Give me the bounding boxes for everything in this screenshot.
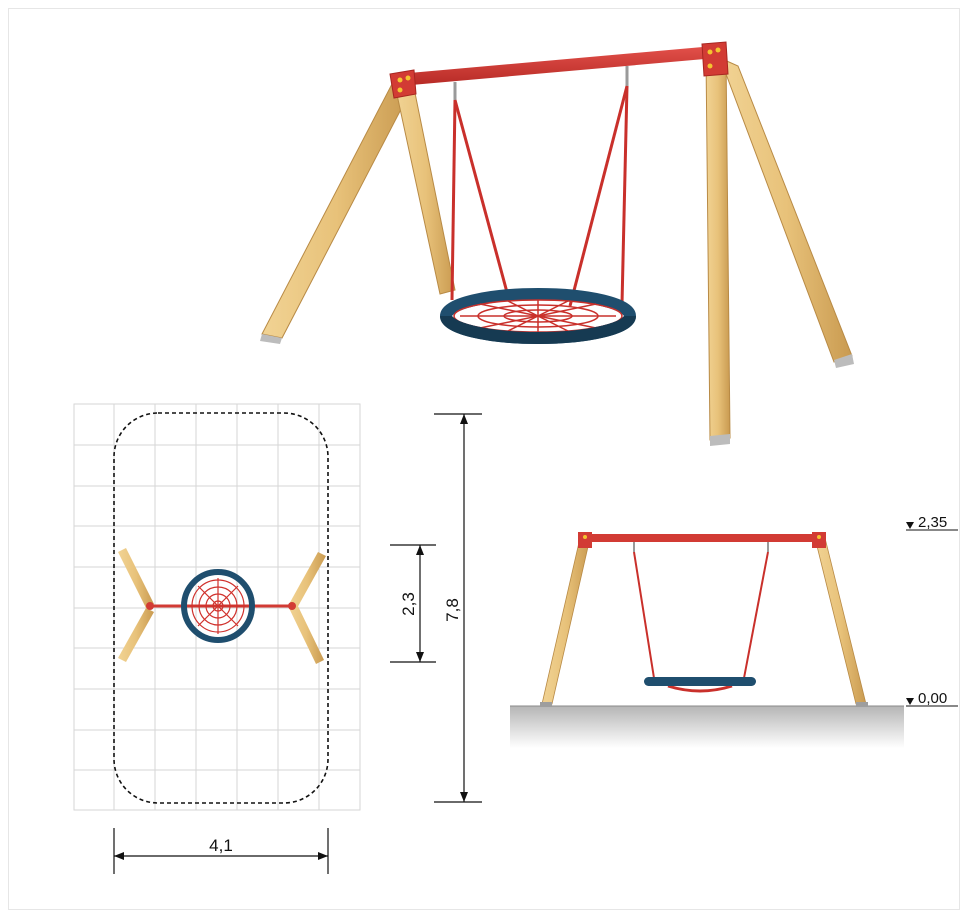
nest-seat xyxy=(440,288,636,344)
safety-zone-outline xyxy=(113,412,329,804)
right-bracket xyxy=(701,41,729,77)
swing-zone-dimension xyxy=(390,544,436,663)
elevation-right-rope xyxy=(743,551,769,679)
level-marker-ground-icon xyxy=(906,698,914,705)
swing-zone-label: 2,3 xyxy=(399,592,418,616)
elevation-left-leg xyxy=(541,537,591,705)
elevation-view xyxy=(510,522,958,748)
width-dimension xyxy=(113,828,329,874)
level-marker-top-icon xyxy=(906,522,914,529)
perspective-view xyxy=(260,41,854,446)
swing-ropes xyxy=(450,85,629,307)
length-label: 7,8 xyxy=(443,598,462,622)
left-bracket xyxy=(389,69,417,99)
ground-level-label: 0,00 xyxy=(918,690,947,707)
drawing-frame xyxy=(8,8,960,910)
length-dimension xyxy=(434,413,482,803)
top-height-label: 2,35 xyxy=(918,514,947,531)
left-rear-leg xyxy=(261,83,411,339)
elevation-top-beam xyxy=(580,534,824,542)
ground xyxy=(510,706,904,748)
elevation-seat xyxy=(644,677,756,686)
elevation-right-leg xyxy=(814,537,867,705)
width-label: 4,1 xyxy=(209,836,233,855)
elevation-left-rope xyxy=(633,551,655,679)
right-rear-leg xyxy=(719,57,853,363)
right-front-leg xyxy=(705,55,731,441)
top-beam xyxy=(398,46,716,86)
plan-swing xyxy=(118,548,326,664)
left-front-leg xyxy=(395,87,456,295)
plan-view: 4,1 xyxy=(73,403,361,874)
